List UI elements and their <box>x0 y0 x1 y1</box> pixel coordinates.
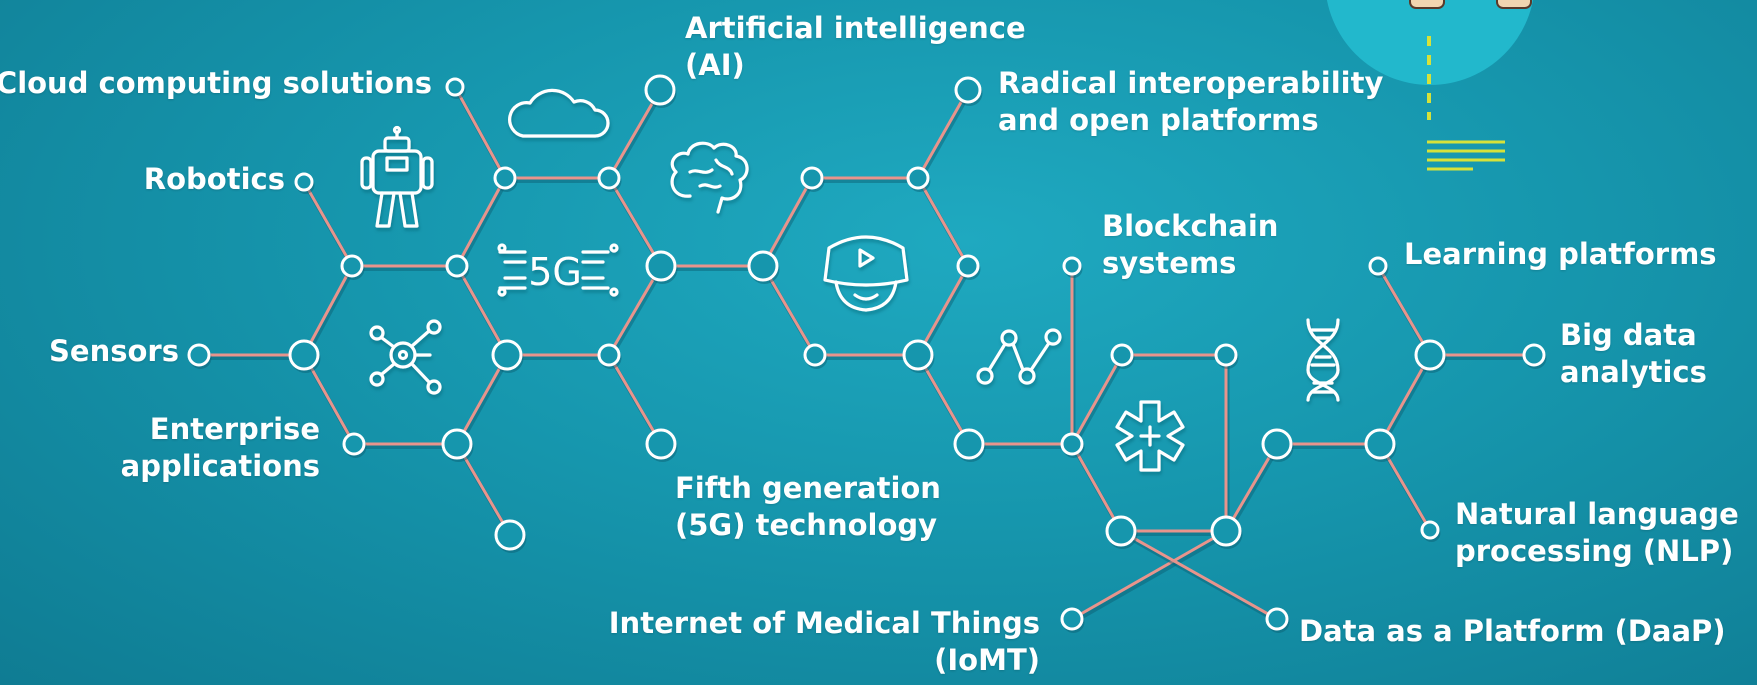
trend-line-icon <box>976 328 1062 385</box>
node <box>597 343 622 369</box>
edge <box>607 265 665 360</box>
edge <box>607 89 664 183</box>
node <box>441 428 474 462</box>
edge <box>302 181 356 270</box>
edge <box>1071 529 1229 624</box>
node <box>747 250 780 284</box>
5g-icon-text: 5G <box>528 250 582 294</box>
node <box>1364 428 1397 462</box>
node <box>906 166 931 192</box>
node <box>1414 339 1447 373</box>
edge <box>199 353 306 360</box>
edge <box>1122 353 1228 360</box>
edge <box>761 265 819 360</box>
cloud-icon <box>508 88 610 138</box>
edge <box>507 353 611 360</box>
node <box>491 339 524 373</box>
edge <box>1121 529 1228 536</box>
label-fifth-generation: Fifth generation (5G) technology <box>675 471 941 542</box>
node <box>954 76 983 106</box>
edge <box>1120 529 1280 624</box>
edge <box>1277 442 1382 449</box>
node <box>644 74 677 108</box>
node <box>1110 343 1135 369</box>
edge <box>455 177 509 270</box>
edge <box>1224 355 1230 534</box>
network-hub-icon <box>369 319 442 395</box>
edge <box>453 86 509 182</box>
edge <box>815 353 920 360</box>
edge <box>969 442 1074 449</box>
brain-icon <box>670 141 749 214</box>
vr-headset-icon <box>823 235 909 312</box>
node <box>1420 520 1441 542</box>
edge <box>354 442 459 449</box>
label-big-data-analytics: Big data analytics <box>1560 318 1707 389</box>
label-artificial-intelligence: Artificial intelligence (AI) <box>685 11 1026 82</box>
label-radical-interoperability: Radical interoperability and open platfo… <box>998 66 1384 137</box>
label-sensors: Sensors <box>49 334 179 368</box>
node <box>953 428 986 462</box>
node <box>1062 256 1083 278</box>
node <box>800 166 825 192</box>
label-internet-of-medical-things: Internet of Medical Things (IoMT) <box>608 606 1040 677</box>
node <box>294 172 315 194</box>
node <box>1265 607 1290 633</box>
node <box>445 254 470 280</box>
node <box>597 166 622 192</box>
label-learning-platforms: Learning platforms <box>1404 237 1717 271</box>
robot-icon <box>360 125 434 228</box>
node <box>494 519 527 553</box>
node <box>1210 515 1243 549</box>
node <box>342 432 367 458</box>
label-natural-language-processing: Natural language processing (NLP) <box>1455 497 1739 568</box>
label-robotics: Robotics <box>143 162 285 196</box>
node <box>445 77 466 99</box>
node <box>1261 428 1294 462</box>
node <box>288 339 321 373</box>
node <box>902 339 935 373</box>
node <box>1060 607 1085 633</box>
edge <box>1070 354 1126 448</box>
node <box>956 254 981 280</box>
label-enterprise-applications: Enterprise applications <box>120 412 320 483</box>
node <box>645 428 678 462</box>
edge <box>505 176 611 183</box>
edge <box>352 264 459 271</box>
node <box>340 254 365 280</box>
edge <box>812 176 920 183</box>
node <box>1522 343 1547 369</box>
dna-icon <box>1306 318 1340 402</box>
5g-icon: 5G <box>497 243 619 297</box>
nodes <box>187 74 1547 633</box>
medical-star-icon <box>1115 400 1185 472</box>
edge <box>916 177 972 270</box>
label-cloud-computing: Cloud computing solutions <box>0 66 432 100</box>
edge <box>916 89 972 182</box>
node <box>1060 432 1085 458</box>
decorative-badge <box>1326 0 1534 171</box>
node <box>1368 256 1389 278</box>
node <box>187 343 212 369</box>
label-blockchain-systems: Blockchain systems <box>1102 209 1279 280</box>
node <box>1105 515 1138 549</box>
edge <box>661 264 765 271</box>
edge <box>302 354 358 448</box>
edge <box>1430 353 1536 360</box>
label-data-as-a-platform: Data as a Platform (DaaP) <box>1299 614 1726 648</box>
node <box>493 166 518 192</box>
edge <box>1378 443 1434 535</box>
node <box>803 343 828 369</box>
node <box>645 250 678 284</box>
edge <box>1070 266 1076 447</box>
icons: 5G <box>360 88 1340 472</box>
node <box>1214 343 1239 369</box>
